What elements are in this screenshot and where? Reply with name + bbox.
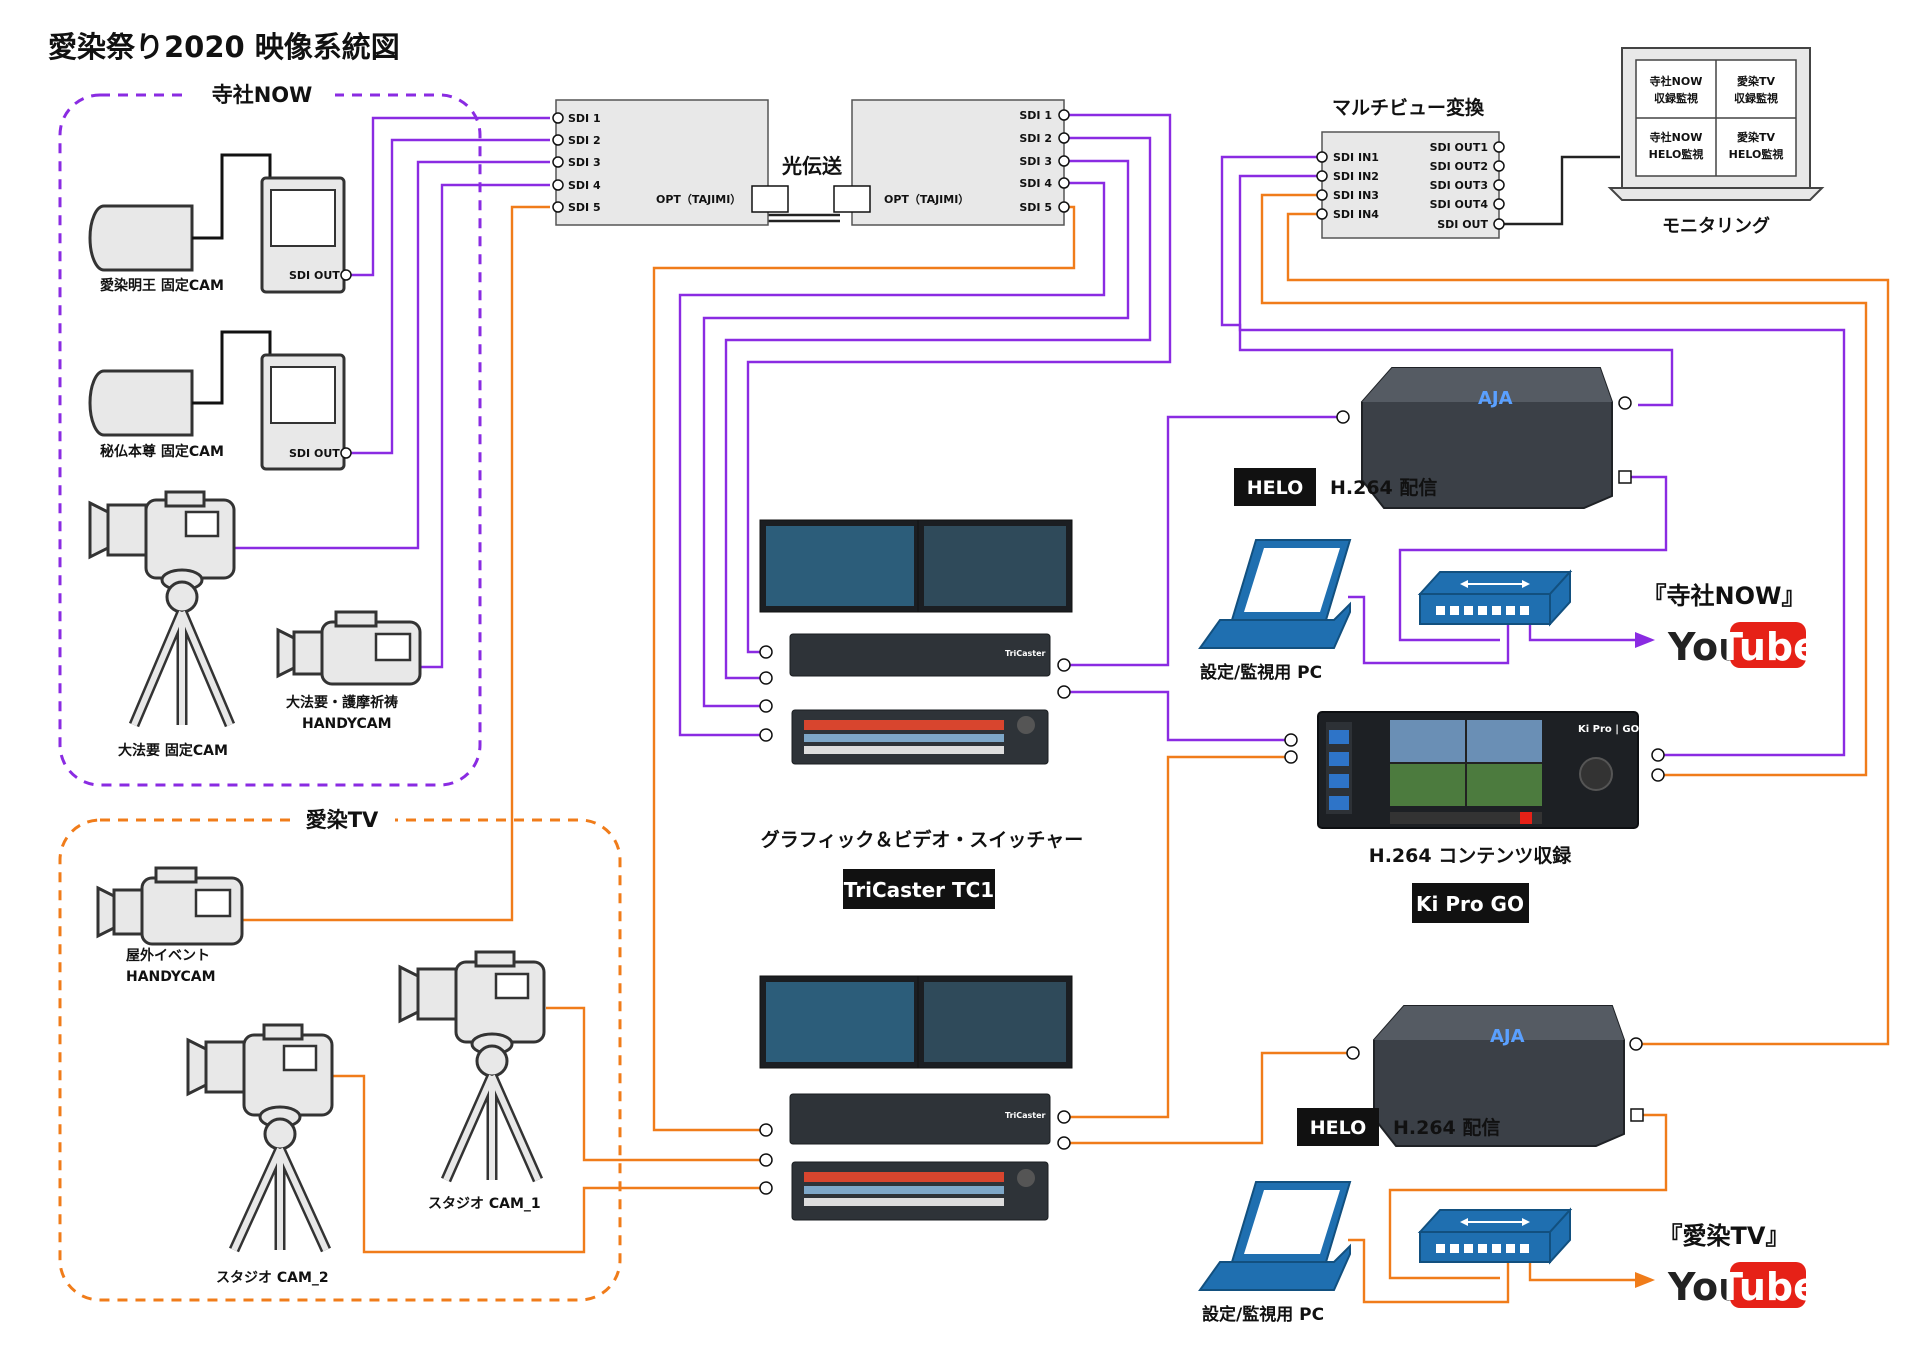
pc-lower-laptop-icon [1198, 1181, 1352, 1291]
multiview-outputs: SDI OUT1 SDI OUT2 SDI OUT3 SDI OUT4 SDI … [1430, 141, 1505, 231]
tricaster-name-badge [843, 869, 995, 909]
sdi-out-label-2: SDI OUT [289, 447, 340, 460]
monitor-cell-4-line2: HELO監視 [1729, 147, 1784, 161]
youtube-lower-tube: Tube [1717, 1265, 1819, 1309]
helo-lower-desc: H.264 配信 [1393, 1116, 1500, 1139]
rx-port-sdi5: SDI 5 [1019, 201, 1052, 214]
mv-out1: SDI OUT1 [1430, 141, 1488, 154]
monitor-cell-1-line1: 寺社NOW [1650, 74, 1703, 88]
helo-lower-badge-text: HELO [1310, 1117, 1366, 1139]
rx-port-sdi2: SDI 2 [1019, 132, 1052, 145]
tricaster-lower-icon: TriCaster [759, 975, 1073, 1221]
helo-upper-badge [1234, 468, 1316, 506]
kipro-name: Ki Pro GO [1416, 892, 1524, 916]
sdi-out-label-1: SDI OUT [289, 269, 340, 282]
helo-lower-badge [1297, 1108, 1379, 1146]
group-label-aizen-tv: 愛染TV [306, 808, 379, 832]
camera-aizen-myoo-icon [88, 153, 346, 294]
kipro-name-badge [1412, 883, 1529, 923]
pc-lower-label: 設定/監視用 PC [1202, 1304, 1324, 1325]
mv-out-main: SDI OUT [1437, 218, 1488, 231]
camera-outdoor-label-2: HANDYCAM [126, 969, 216, 985]
monitor-icon [1607, 47, 1825, 201]
monitor-caption: モニタリング [1662, 215, 1770, 237]
switch-lower-icon [1417, 1207, 1573, 1265]
camera-aizen-myoo-label: 愛染明王 固定CAM [100, 277, 224, 294]
monitor-cell-1-line2: 収録監視 [1654, 91, 1698, 105]
camera-outdoor-label-1: 屋外イベント [126, 947, 210, 964]
youtube-channel-aizen: 『愛染TV』 [1659, 1222, 1790, 1250]
tricaster-upper-icon: TriCaster [759, 519, 1073, 765]
kipro-desc: H.264 コンテンツ収録 [1369, 844, 1572, 867]
camera-daihoyo-fixed-icon [88, 490, 236, 728]
tx-port-sdi2: SDI 2 [568, 134, 601, 147]
pc-upper-label: 設定/監視用 PC [1200, 662, 1322, 683]
optical-rx-ports: SDI 1 SDI 2 SDI 3 SDI 4 SDI 5 [1019, 109, 1070, 214]
monitor-cell-2-line2: 収録監視 [1734, 91, 1778, 105]
tx-port-sdi1: SDI 1 [568, 112, 601, 125]
camera-studio2-label: スタジオ CAM_2 [216, 1270, 329, 1286]
mv-in4: SDI IN4 [1333, 208, 1379, 221]
youtube-upper-logo: You Tube [1667, 622, 1819, 669]
youtube-channel-jisha: 『寺社NOW』 [1643, 582, 1806, 610]
tricaster-upper-brand: TriCaster [1005, 649, 1046, 658]
kipro-go-device-icon: Ki Pro | GO [1317, 711, 1639, 829]
group-label-jisha-now: 寺社NOW [212, 83, 313, 107]
mv-in2: SDI IN2 [1333, 170, 1379, 183]
optical-tx-box [555, 99, 769, 226]
helo-upper-aja-logo: AJA [1478, 388, 1513, 409]
tricaster-name: TriCaster TC1 [844, 878, 994, 902]
optical-tx-ports: SDI 1 SDI 2 SDI 3 SDI 4 SDI 5 [552, 112, 601, 214]
camera-outdoor-handycam-icon [96, 866, 244, 946]
youtube-lower-logo: You Tube [1667, 1262, 1819, 1309]
optical-link-label: 光伝送 [781, 154, 843, 178]
multiview-inputs: SDI IN1 SDI IN2 SDI IN3 SDI IN4 [1316, 151, 1379, 221]
monitor-cell-3-line1: 寺社NOW [1650, 130, 1703, 144]
opt-tx-label: OPT（TAJIMI） [656, 193, 741, 206]
tricaster-lower-brand: TriCaster [1005, 1111, 1046, 1120]
helo-upper-desc: H.264 配信 [1330, 476, 1437, 499]
rx-port-sdi1: SDI 1 [1019, 109, 1052, 122]
helo-lower-device-icon: AJA [1373, 1005, 1625, 1147]
youtube-upper-tube: Tube [1717, 625, 1819, 669]
mv-out2: SDI OUT2 [1430, 160, 1488, 173]
switch-upper-icon [1417, 569, 1573, 627]
tx-port-sdi4: SDI 4 [568, 179, 601, 192]
camera-handycam-goma-icon [276, 610, 422, 686]
camera-handycam-goma-label-2: HANDYCAM [302, 716, 392, 732]
monitor-cell-2-line1: 愛染TV [1737, 74, 1776, 88]
camera-studio1-label: スタジオ CAM_1 [428, 1196, 541, 1212]
page-title: 愛染祭り2020 映像系統図 [48, 30, 400, 64]
rx-port-sdi3: SDI 3 [1019, 155, 1052, 168]
camera-studio1-icon [398, 950, 546, 1183]
mv-in1: SDI IN1 [1333, 151, 1379, 164]
helo-upper-badge-text: HELO [1247, 477, 1303, 499]
mv-out4: SDI OUT4 [1430, 198, 1489, 211]
mv-in3: SDI IN3 [1333, 189, 1379, 202]
kipro-brand-label: Ki Pro | GO [1578, 724, 1639, 735]
multiview-title: マルチビュー変換 [1332, 96, 1485, 119]
opt-rx-label: OPT（TAJIMI） [884, 193, 969, 206]
pc-upper-laptop-icon [1198, 539, 1352, 649]
optical-rx-box [851, 99, 1065, 226]
tricaster-desc: グラフィック＆ビデオ・スイッチャー [761, 828, 1083, 851]
camera-handycam-goma-label-1: 大法要・護摩祈祷 [286, 694, 398, 711]
helo-lower-aja-logo: AJA [1490, 1026, 1525, 1047]
rx-port-sdi4: SDI 4 [1019, 177, 1052, 190]
camera-hibutsu-icon [88, 330, 346, 471]
tx-port-sdi5: SDI 5 [568, 201, 601, 214]
mv-out3: SDI OUT3 [1430, 179, 1488, 192]
tx-port-sdi3: SDI 3 [568, 156, 601, 169]
helo-upper-device-icon: AJA [1361, 367, 1613, 509]
camera-daihoyo-fixed-label: 大法要 固定CAM [118, 742, 228, 759]
monitor-cell-4-line1: 愛染TV [1737, 130, 1776, 144]
camera-studio2-icon [186, 1023, 334, 1253]
camera-hibutsu-label: 秘仏本尊 固定CAM [100, 443, 224, 460]
monitor-cell-3-line2: HELO監視 [1649, 147, 1704, 161]
